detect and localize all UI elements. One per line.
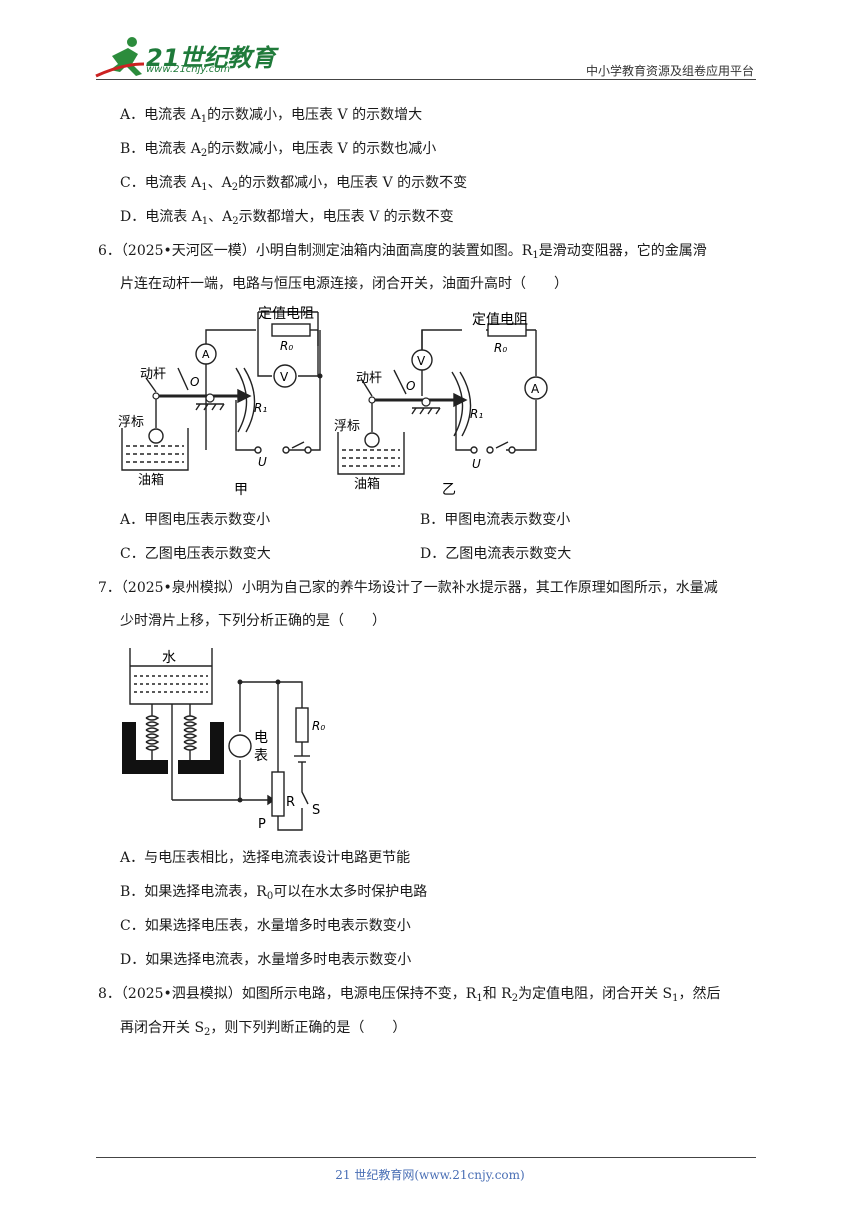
r0-resistor	[295, 707, 309, 743]
slider-label: P	[258, 817, 266, 832]
q7-option-b[interactable]: B．如果选择电流表，R0可以在水太多时保护电路	[120, 884, 428, 902]
q5-option-c[interactable]: C．电流表 A1、A2的示数都减小，电压表 V 的示数不变	[120, 175, 468, 193]
q8-stem-line-1: 8．（2025•泗县模拟）如图所示电路，电源电压保持不变，R1和 R2为定值电阻…	[98, 986, 721, 1004]
ammeter-left-icon	[195, 343, 217, 365]
r0-label-right: R₀	[494, 341, 507, 355]
fixed-resistor-label-right: 定值电阻	[472, 312, 528, 328]
logo-url: www.21cnjy.com	[146, 64, 231, 75]
runner-logo-icon	[95, 37, 145, 78]
float-left-icon	[148, 428, 164, 444]
meter-label-1: 电	[254, 730, 268, 746]
header-platform-name: 中小学教育资源及组卷应用平台	[585, 64, 754, 78]
footer-divider	[96, 1157, 756, 1158]
ammeter-right-label: A	[531, 382, 540, 396]
r1-label-left: R₁	[254, 401, 267, 415]
float-right-icon	[364, 432, 380, 448]
tank-label-right: 油箱	[354, 476, 380, 492]
slider-resistor	[271, 771, 285, 817]
fixed-resistor-label-left: 定值电阻	[258, 306, 314, 322]
q5-option-a[interactable]: A．电流表 A1的示数减小，电压表 V 的示数增大	[120, 107, 423, 125]
q7-option-c[interactable]: C．如果选择电压表，水量增多时电表示数变小	[120, 918, 411, 934]
q7-stem-line-2: 少时滑片上移，下列分析正确的是（ ）	[120, 613, 386, 629]
figure-label-yi: 乙	[442, 482, 456, 498]
q5-option-b[interactable]: B．电流表 A2的示数减小，电压表 V 的示数也减小	[120, 141, 437, 159]
r0-label: R₀	[312, 719, 325, 733]
lever-label-right: 动杆	[356, 371, 382, 386]
r1-label-right: R₁	[470, 407, 483, 421]
q6-option-d[interactable]: D．乙图电流表示数变大	[420, 546, 572, 562]
q6-stem-line-2: 片连在动杆一端，电路与恒压电源连接，闭合开关，油面升高时（ ）	[120, 276, 568, 292]
r0-resistor-left	[271, 323, 311, 337]
ammeter-right-icon	[524, 376, 548, 400]
switch-right-icon	[470, 441, 516, 454]
q7-option-a[interactable]: A．与电压表相比，选择电流表设计电路更节能	[120, 850, 411, 866]
q8-stem-line-2: 再闭合开关 S2，则下列判断正确的是（ ）	[120, 1020, 407, 1038]
q6-option-c[interactable]: C．乙图电压表示数变大	[120, 546, 271, 562]
q6-stem-line-1: 6．（2025•天河区一模）小明自制测定油箱内油面高度的装置如图。R1是滑动变阻…	[98, 243, 707, 261]
pivot-label-right: O	[406, 379, 415, 393]
pivot-label-left: O	[190, 375, 199, 389]
voltmeter-right-label: V	[417, 354, 426, 368]
float-label-left: 浮标	[118, 415, 144, 430]
voltmeter-right-icon	[411, 349, 433, 371]
q7-circuit-figure: 水 电 表 R₀ R P S	[122, 648, 325, 832]
q6-option-a[interactable]: A．甲图电压表示数变小	[120, 512, 271, 528]
q6-circuit-figure: 定值电阻 R₀ A V 动杆 O R₁ 浮标 油箱 U 甲 定值电阻 R₀ V …	[118, 306, 548, 498]
meter-icon	[228, 734, 252, 758]
r0-resistor-right	[487, 323, 527, 337]
voltmeter-left-icon	[273, 364, 297, 388]
ammeter-left-label: A	[202, 348, 210, 361]
q7-stem-line-1: 7．（2025•泉州模拟）小明为自己家的养牛场设计了一款补水提示器，其工作原理如…	[98, 580, 718, 596]
tank-label-left: 油箱	[138, 472, 164, 488]
header-divider	[96, 79, 756, 80]
footer-link[interactable]: 21 世纪教育网(www.21cnjy.com)	[335, 1168, 525, 1182]
lever-label-left: 动杆	[140, 367, 166, 382]
switch-label: S	[312, 803, 320, 818]
logo-text: 21世纪教育	[146, 44, 276, 72]
r0-label-left: R₀	[280, 339, 293, 353]
source-label-right: U	[472, 457, 481, 471]
float-label-right: 浮标	[334, 419, 360, 434]
switch-left-icon	[254, 441, 312, 454]
r-label: R	[286, 795, 295, 810]
site-logo	[95, 37, 145, 78]
q7-option-d[interactable]: D．如果选择电流表，水量增多时电表示数变小	[120, 952, 412, 968]
figure-label-jia: 甲	[234, 482, 248, 498]
q5-option-d[interactable]: D．电流表 A1、A2示数都增大，电压表 V 的示数不变	[120, 209, 454, 227]
q6-option-b[interactable]: B．甲图电流表示数变小	[420, 512, 571, 528]
meter-label-2: 表	[254, 748, 268, 764]
voltmeter-left-label: V	[280, 370, 289, 384]
source-label-left: U	[258, 455, 267, 469]
water-label: 水	[162, 650, 176, 666]
